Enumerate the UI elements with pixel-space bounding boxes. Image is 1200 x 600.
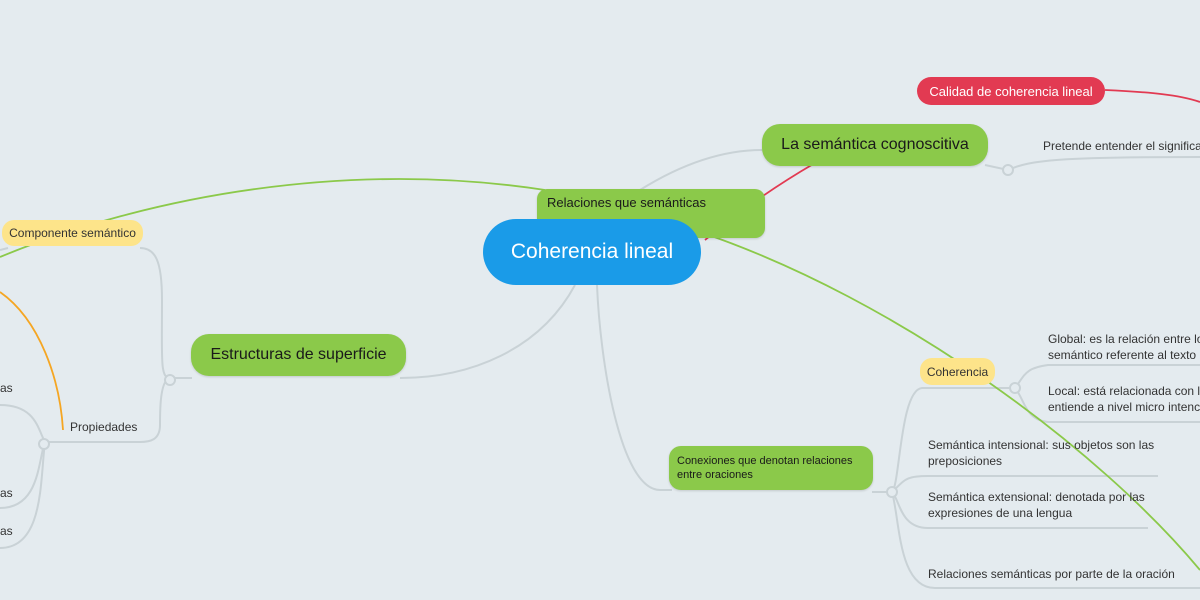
node-conexiones-relaciones-oraciones[interactable]: Conexiones que denotan relaciones entre … bbox=[669, 446, 873, 490]
node-propiedades[interactable]: Propiedades bbox=[70, 419, 137, 435]
joint-propiedades bbox=[38, 438, 50, 450]
node-componente-semantico-label: Componente semántico bbox=[9, 226, 136, 240]
node-left-leaf-1-label: as bbox=[0, 381, 13, 395]
central-topic-coherencia-lineal[interactable]: Coherencia lineal bbox=[483, 219, 701, 285]
node-coherencia[interactable]: Coherencia bbox=[920, 358, 995, 385]
node-pretende-label: Pretende entender el significa bbox=[1043, 139, 1200, 153]
node-global-line-1: Global: es la relación entre lo bbox=[1048, 332, 1200, 346]
node-global[interactable]: Global: es la relación entre lo semántic… bbox=[1048, 331, 1200, 363]
node-estructuras-label: Estructuras de superficie bbox=[210, 346, 387, 363]
node-semantica-extensional[interactable]: Semántica extensional: denotada por las … bbox=[928, 489, 1145, 521]
node-left-leaf-1[interactable]: as bbox=[0, 380, 13, 396]
central-topic-label: Coherencia lineal bbox=[510, 240, 674, 263]
connector-root-estructuras bbox=[399, 284, 576, 379]
node-local[interactable]: Local: está relacionada con la entiende … bbox=[1048, 383, 1200, 415]
node-conexiones-label: Conexiones que denotan relaciones entre … bbox=[677, 455, 853, 481]
red-link-calidad bbox=[1104, 89, 1200, 103]
node-intensional-line-1: Semántica intensional: sus objetos son l… bbox=[928, 438, 1155, 452]
node-local-line-1: Local: está relacionada con la bbox=[1048, 384, 1200, 398]
connector-root-conexiones bbox=[596, 284, 672, 491]
orange-link-left bbox=[0, 291, 64, 431]
joint-coherencia bbox=[1009, 382, 1021, 394]
node-extensional-line-2: expresiones de una lengua bbox=[928, 506, 1073, 520]
node-semantica-cognoscitiva[interactable]: La semántica cognoscitiva bbox=[762, 124, 988, 166]
node-propiedades-label: Propiedades bbox=[70, 420, 138, 434]
node-local-line-2: entiende a nivel micro intenc bbox=[1048, 400, 1200, 414]
connector-estructuras-componente bbox=[139, 247, 192, 379]
node-semantica-cognoscitiva-label: La semántica cognoscitiva bbox=[781, 136, 969, 153]
joint-conexiones bbox=[886, 486, 898, 498]
connector-hub-relaciones bbox=[891, 491, 1200, 589]
joint-cognoscitiva bbox=[1002, 164, 1014, 176]
node-intensional-line-2: preposiciones bbox=[928, 454, 1003, 468]
connector-hub-coherencia bbox=[891, 387, 1015, 493]
node-left-leaf-3[interactable]: as bbox=[0, 523, 13, 539]
node-left-leaf-2[interactable]: as bbox=[0, 485, 13, 501]
connector-cognoscitiva-pretende bbox=[984, 156, 1200, 172]
node-global-line-2: semántico referente al texto bbox=[1048, 348, 1197, 362]
connector-root-cognoscitiva bbox=[639, 149, 763, 191]
connector-component-left bbox=[0, 247, 9, 251]
node-pretende-entender[interactable]: Pretende entender el significa bbox=[1043, 138, 1200, 154]
node-extensional-line-1: Semántica extensional: denotada por las bbox=[928, 490, 1145, 504]
connector-estructuras-propiedades bbox=[45, 377, 171, 443]
node-relaciones-oracion-label: Relaciones semánticas por parte de la or… bbox=[928, 567, 1175, 581]
node-componente-semantico[interactable]: Componente semántico bbox=[2, 220, 143, 246]
node-estructuras-de-superficie[interactable]: Estructuras de superficie bbox=[191, 334, 406, 376]
connector-propiedades-as3 bbox=[0, 441, 46, 549]
node-relaciones-que-semanticas-label: Relaciones que semánticas bbox=[547, 195, 706, 210]
node-relaciones-semanticas-oracion[interactable]: Relaciones semánticas por parte de la or… bbox=[928, 566, 1175, 582]
joint-estructuras bbox=[164, 374, 176, 386]
node-calidad-coherencia-lineal[interactable]: Calidad de coherencia lineal bbox=[917, 77, 1105, 105]
node-left-leaf-3-label: as bbox=[0, 524, 13, 538]
node-coherencia-label: Coherencia bbox=[926, 364, 989, 379]
node-calidad-label: Calidad de coherencia lineal bbox=[929, 83, 1093, 99]
connector-propiedades-as1 bbox=[0, 404, 46, 443]
node-left-leaf-2-label: as bbox=[0, 486, 13, 500]
node-semantica-intensional[interactable]: Semántica intensional: sus objetos son l… bbox=[928, 437, 1154, 469]
